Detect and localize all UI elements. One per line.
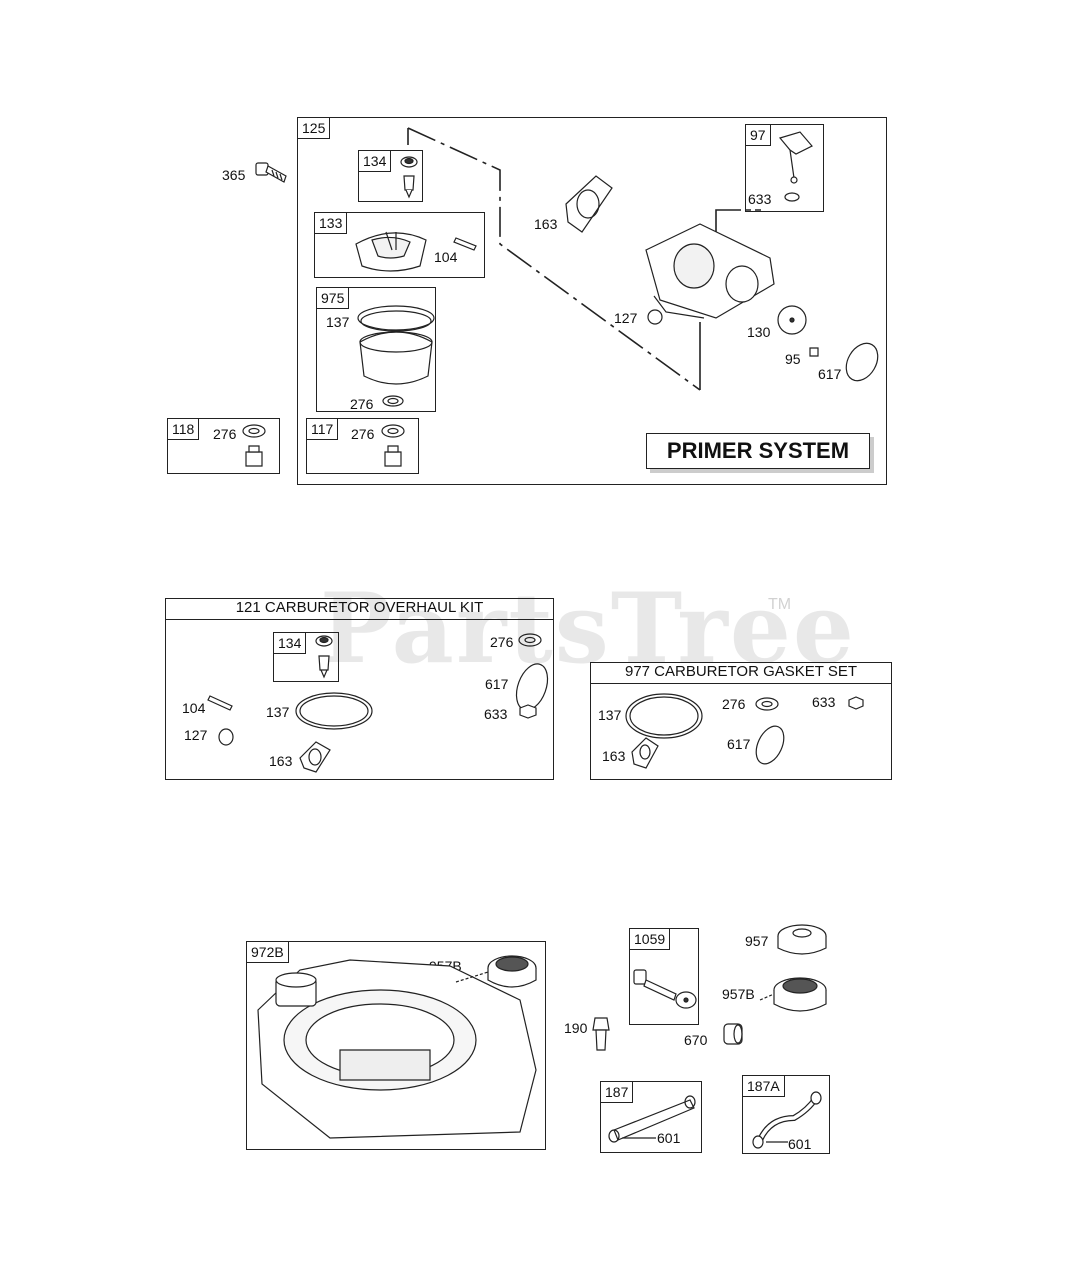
carburetor-icon [645,223,775,319]
seal-ring-975-icon [357,305,435,385]
o-ring-617-icon [845,342,879,382]
overhaul-kit-frame [165,598,554,780]
gasket-163-overhaul-icon [299,741,331,773]
screw-95-icon [809,347,819,357]
part-label-137-gasket[interactable]: 137 [598,707,622,723]
kit-box-97 [745,124,824,212]
part-label-276[interactable]: 276 [350,396,374,412]
fuel-line-187a-icon [752,1091,822,1149]
part-tag-125[interactable]: 125 [297,117,331,139]
seat-633-gasket-icon [848,696,864,710]
part-tag-134-overhaul[interactable]: 134 [273,632,307,654]
fuel-tank-frame [246,941,546,1150]
part-label-276-117[interactable]: 276 [351,426,375,442]
part-tag-975[interactable]: 975 [316,287,350,309]
part-label-365[interactable]: 365 [222,167,246,183]
kit-box-133 [314,212,485,278]
float-bowl-133-icon [355,231,427,272]
part-label-130[interactable]: 130 [747,324,771,340]
plate-130-icon [777,305,807,335]
part-label-617[interactable]: 617 [818,366,842,382]
part-label-601-187a[interactable]: 601 [788,1136,812,1152]
part-tag-187a[interactable]: 187A [742,1075,785,1097]
part-label-670[interactable]: 670 [684,1032,708,1048]
primer-system-title: PRIMER SYSTEM [646,433,870,469]
pin-104-icon [453,237,477,251]
part-label-276-118[interactable]: 276 [213,426,237,442]
gasket-163-icon [565,175,613,233]
seal-ring-137-gasket-icon [625,693,703,739]
plug-127-overhaul-icon [218,728,234,746]
part-label-957[interactable]: 957 [745,933,769,949]
part-label-633-overhaul[interactable]: 633 [484,706,508,722]
part-label-633-gasket[interactable]: 633 [812,694,836,710]
part-label-127[interactable]: 127 [614,310,638,326]
gasket-set-title: 977 CARBURETOR GASKET SET [590,662,892,684]
part-tag-972b[interactable]: 972B [246,941,289,963]
part-tag-118[interactable]: 118 [167,418,200,440]
part-label-601-187[interactable]: 601 [657,1130,681,1146]
nozzle-117-icon [381,424,405,467]
part-tag-134[interactable]: 134 [358,150,392,172]
kit-box-187 [600,1081,702,1153]
part-tag-133[interactable]: 133 [314,212,348,234]
part-tag-1059[interactable]: 1059 [629,928,671,950]
seal-ring-137-overhaul-icon [295,692,373,730]
part-label-276-overhaul[interactable]: 276 [490,634,514,650]
nozzle-118-icon [242,424,266,467]
kit-box-975 [316,287,436,412]
gasket-163-gasket-icon [631,737,659,769]
part-tag-117[interactable]: 117 [306,418,339,440]
choke-lever-97-icon [778,131,813,202]
part-tag-97[interactable]: 97 [745,124,771,146]
watermark: PartsTree [320,572,856,685]
fitting-190-icon [592,1017,610,1051]
bolt-1059-icon [633,969,697,1009]
part-label-95[interactable]: 95 [785,351,801,367]
primer-dash-line [407,127,765,391]
part-label-617-gasket[interactable]: 617 [727,736,751,752]
kit-box-117 [306,418,419,474]
part-label-957b[interactable]: 957B [722,986,755,1002]
pin-104-overhaul-icon [207,695,233,711]
fuel-cap-957b-tank-icon [455,955,537,988]
part-label-104-overhaul[interactable]: 104 [182,700,206,716]
primer-bulb-134-icon [400,156,418,199]
part-label-163[interactable]: 163 [534,216,558,232]
fuel-cap-957-icon [777,924,827,955]
washer-276-overhaul-icon [518,633,542,647]
fuel-line-187-icon [608,1095,696,1143]
part-label-104[interactable]: 104 [434,249,458,265]
part-label-163-overhaul[interactable]: 163 [269,753,293,769]
part-tag-187[interactable]: 187 [600,1081,634,1103]
spacer-670-icon [723,1023,743,1045]
bolt-365-icon [255,162,287,183]
kit-box-187a [742,1075,830,1154]
seat-633-overhaul-icon [519,704,537,719]
washer-276-gasket-icon [755,697,779,711]
part-label-137-overhaul[interactable]: 137 [266,704,290,720]
watermark-tm: TM [768,596,792,613]
part-label-276-gasket[interactable]: 276 [722,696,746,712]
plug-127-icon [647,309,663,325]
primer-bulb-134-overhaul-icon [315,635,333,679]
overhaul-kit-title: 121 CARBURETOR OVERHAUL KIT [165,598,554,620]
o-ring-617-gasket-icon [755,725,785,765]
part-label-617-overhaul[interactable]: 617 [485,676,509,692]
fuel-cap-957b-icon [759,977,827,1012]
part-label-163-gasket[interactable]: 163 [602,748,626,764]
washer-276-icon [382,395,404,407]
fuel-tank-972b-icon [257,959,537,1139]
part-label-633[interactable]: 633 [748,191,772,207]
part-label-190[interactable]: 190 [564,1020,588,1036]
gasket-set-frame [590,662,892,780]
primer-system-frame [297,117,887,485]
kit-box-118 [167,418,280,474]
part-label-127-overhaul[interactable]: 127 [184,727,208,743]
part-label-137[interactable]: 137 [326,314,350,330]
